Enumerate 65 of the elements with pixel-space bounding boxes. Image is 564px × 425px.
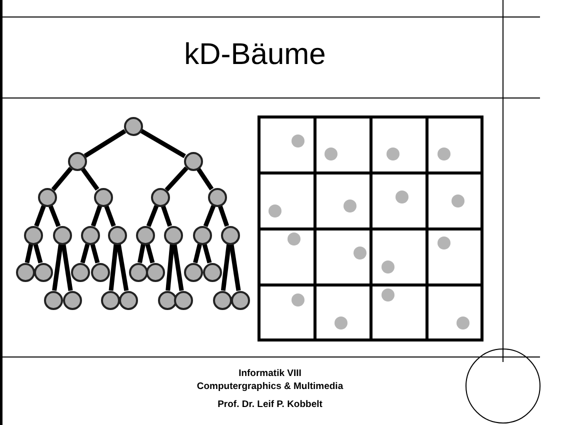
tree-node-circle	[52, 226, 72, 244]
tree-node-circle	[100, 290, 120, 310]
tree-edge	[116, 244, 129, 291]
footer-text: Computergraphics & Multimedia	[196, 381, 344, 392]
tree-node-circle	[220, 226, 240, 244]
tree-node-circle	[230, 290, 250, 310]
tree-edge	[218, 205, 230, 227]
tree-edge	[164, 166, 188, 192]
tree-node-circle	[202, 262, 222, 282]
tree-edge	[220, 244, 232, 291]
tree-edge	[84, 129, 126, 158]
tree-edge	[33, 244, 43, 264]
tree-node-circle	[136, 226, 154, 244]
tree-node-circle	[184, 262, 202, 282]
tree-node-circle	[62, 290, 82, 310]
tree-edge	[145, 244, 155, 264]
tree-edge	[203, 205, 216, 227]
tree-edge	[172, 244, 184, 291]
tree-node-circle	[90, 262, 110, 282]
tree-edge	[80, 167, 100, 191]
tree-node-circle	[146, 262, 164, 282]
tree-edge	[61, 244, 73, 291]
tree-edge	[51, 166, 73, 192]
tree-edge	[90, 244, 100, 264]
tree-edge	[108, 244, 118, 291]
tree-edge	[52, 244, 63, 291]
tree-edge	[48, 205, 61, 227]
tree-edge	[104, 205, 116, 227]
tree-node-circle	[128, 262, 148, 282]
tree-node-circle	[212, 290, 232, 310]
tree-node-circle	[124, 116, 142, 136]
tree-edge	[140, 128, 186, 158]
tree-edge	[196, 168, 214, 190]
tree-node-circle	[208, 188, 226, 206]
tree-node-circle	[158, 290, 176, 310]
tree-node-circle	[68, 152, 86, 170]
tree-edge	[193, 244, 202, 264]
tree-node-circle	[118, 290, 138, 310]
tree-node-circle	[24, 226, 42, 244]
tree-node-circle	[164, 226, 182, 244]
tree-node-circle	[192, 226, 212, 244]
footer-text: Informatik VIII	[238, 368, 302, 379]
tree-edge	[24, 244, 34, 264]
tree-node-circle	[34, 262, 52, 282]
tree-node-circle	[108, 226, 126, 244]
tree-node-circle	[150, 188, 170, 206]
tree-edge	[90, 205, 102, 227]
tree-node-circle	[70, 262, 90, 282]
tree-node-circle	[16, 262, 34, 282]
tree-node-circle	[44, 290, 62, 310]
tree-node-circle	[94, 188, 112, 206]
tree-edge	[34, 205, 46, 227]
tree-edge	[160, 205, 172, 227]
tree-edge	[229, 244, 241, 291]
tree-node-circle	[38, 188, 56, 206]
tree-edge	[138, 244, 146, 264]
tree-node-circle	[184, 152, 202, 170]
footer-text: Prof. Dr. Leif P. Kobbelt	[216, 399, 324, 410]
tree-edge	[80, 244, 90, 264]
slide-title: kD-Bäume	[183, 38, 327, 72]
tree-edge	[202, 244, 212, 264]
tree-node-circle	[80, 226, 100, 244]
tree-edge	[166, 244, 174, 291]
tree-edge	[146, 205, 159, 227]
tree-node-circle	[174, 290, 192, 310]
